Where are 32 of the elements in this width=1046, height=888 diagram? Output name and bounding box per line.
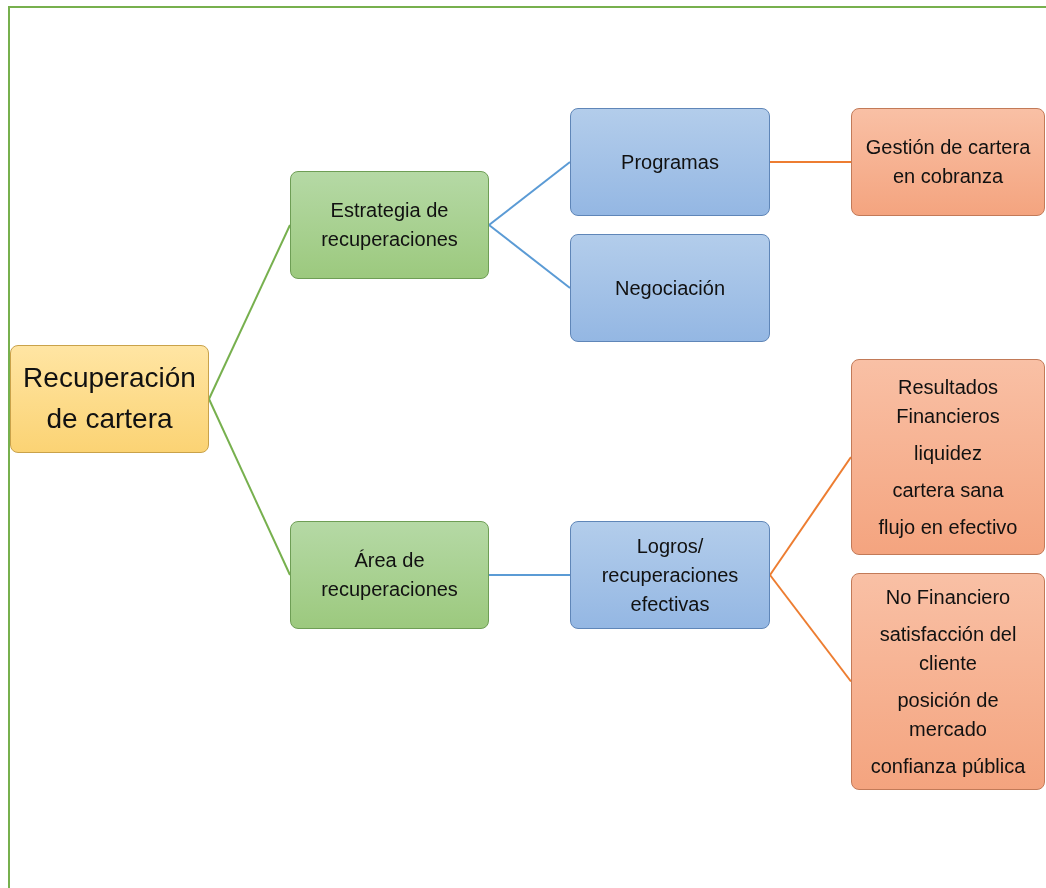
node-text: satisfacción del cliente: [878, 621, 1018, 676]
connector-line: [488, 224, 571, 289]
node-text: confianza pública: [870, 753, 1026, 779]
node-text: No Financiero: [885, 584, 1011, 610]
connector-line: [208, 224, 291, 400]
node-text: posición de mercado: [896, 687, 1000, 742]
connector-line: [208, 398, 291, 576]
node-box: [290, 171, 489, 279]
node-text: cartera sana: [892, 477, 1004, 503]
node-box: [570, 108, 770, 216]
node-text: Recuperación de cartera: [22, 361, 197, 436]
node-box: [851, 359, 1045, 555]
node-text: liquidez: [914, 440, 982, 466]
node-text: Logros/ recuperaciones efectivas: [600, 533, 740, 617]
node-box: [851, 573, 1045, 790]
node-text: Gestión de cartera en cobranza: [864, 135, 1032, 189]
node-box: [570, 234, 770, 342]
node-box: [570, 521, 770, 629]
connector-line: [488, 161, 571, 226]
node-text: Área de recuperaciones: [320, 548, 459, 602]
connector-line: [769, 456, 852, 576]
node-box: [290, 521, 489, 629]
node-text: flujo en efectivo: [878, 514, 1018, 540]
connector-line: [769, 161, 852, 163]
node-text: Negociación: [614, 275, 726, 301]
connector-line: [769, 574, 852, 683]
node-box: [10, 345, 209, 453]
connector-line: [488, 574, 571, 576]
node-text: Programas: [621, 149, 719, 175]
node-text: Resultados Financieros: [895, 374, 1001, 429]
node-text: Estrategia de recuperaciones: [320, 198, 459, 252]
node-box: [851, 108, 1045, 216]
